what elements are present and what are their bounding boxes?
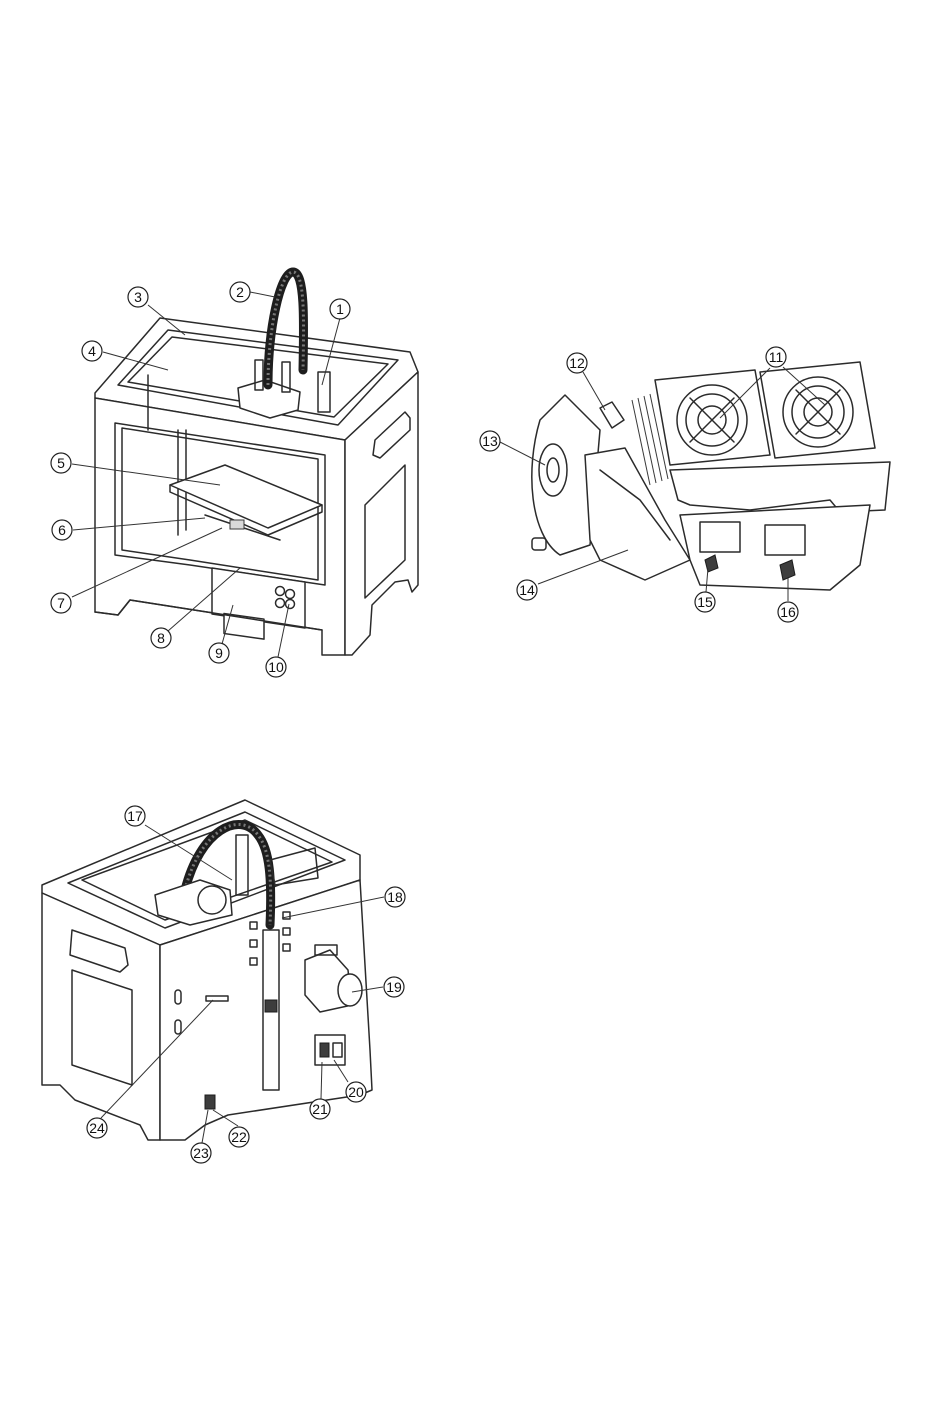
svg-text:20: 20 — [348, 1084, 364, 1100]
callout-12: 12 — [567, 353, 587, 373]
svg-text:21: 21 — [312, 1101, 328, 1117]
svg-text:4: 4 — [88, 343, 96, 359]
callout-9: 9 — [209, 643, 229, 663]
svg-text:16: 16 — [780, 604, 796, 620]
callout-21: 21 — [310, 1099, 330, 1119]
svg-text:17: 17 — [127, 808, 143, 824]
svg-text:12: 12 — [569, 355, 585, 371]
callout-14: 14 — [517, 580, 537, 600]
callout-8: 8 — [151, 628, 171, 648]
callout-4: 4 — [82, 341, 102, 361]
svg-text:13: 13 — [482, 433, 498, 449]
callout-23: 23 — [191, 1143, 211, 1163]
svg-text:22: 22 — [231, 1129, 247, 1145]
callout-6: 6 — [52, 520, 72, 540]
svg-text:14: 14 — [519, 582, 535, 598]
svg-text:6: 6 — [58, 522, 66, 538]
svg-text:10: 10 — [268, 659, 284, 675]
svg-text:19: 19 — [386, 979, 402, 995]
callout-11: 11 — [766, 347, 786, 367]
callout-13: 13 — [480, 431, 500, 451]
svg-text:24: 24 — [89, 1120, 105, 1136]
callout-16: 16 — [778, 602, 798, 622]
svg-text:2: 2 — [236, 284, 244, 300]
printer-front-view — [95, 272, 418, 655]
callout-17: 17 — [125, 806, 145, 826]
callout-7: 7 — [51, 593, 71, 613]
svg-text:15: 15 — [697, 594, 713, 610]
svg-text:7: 7 — [57, 595, 65, 611]
svg-text:9: 9 — [215, 645, 223, 661]
svg-text:11: 11 — [769, 349, 784, 365]
callout-18: 18 — [385, 887, 405, 907]
callout-22: 22 — [229, 1127, 249, 1147]
callout-20: 20 — [346, 1082, 366, 1102]
extruder-assembly-view — [532, 362, 890, 590]
callout-2: 2 — [230, 282, 250, 302]
printer-rear-view — [42, 800, 372, 1140]
svg-text:5: 5 — [57, 455, 65, 471]
callout-3: 3 — [128, 287, 148, 307]
svg-text:3: 3 — [134, 289, 142, 305]
svg-text:18: 18 — [387, 889, 403, 905]
svg-text:1: 1 — [336, 301, 344, 317]
callout-5: 5 — [51, 453, 71, 473]
svg-text:8: 8 — [157, 630, 165, 646]
callout-1: 1 — [330, 299, 350, 319]
callout-10: 10 — [266, 657, 286, 677]
callout-19: 19 — [384, 977, 404, 997]
callout-24: 24 — [87, 1118, 107, 1138]
svg-text:23: 23 — [193, 1145, 209, 1161]
callout-15: 15 — [695, 592, 715, 612]
